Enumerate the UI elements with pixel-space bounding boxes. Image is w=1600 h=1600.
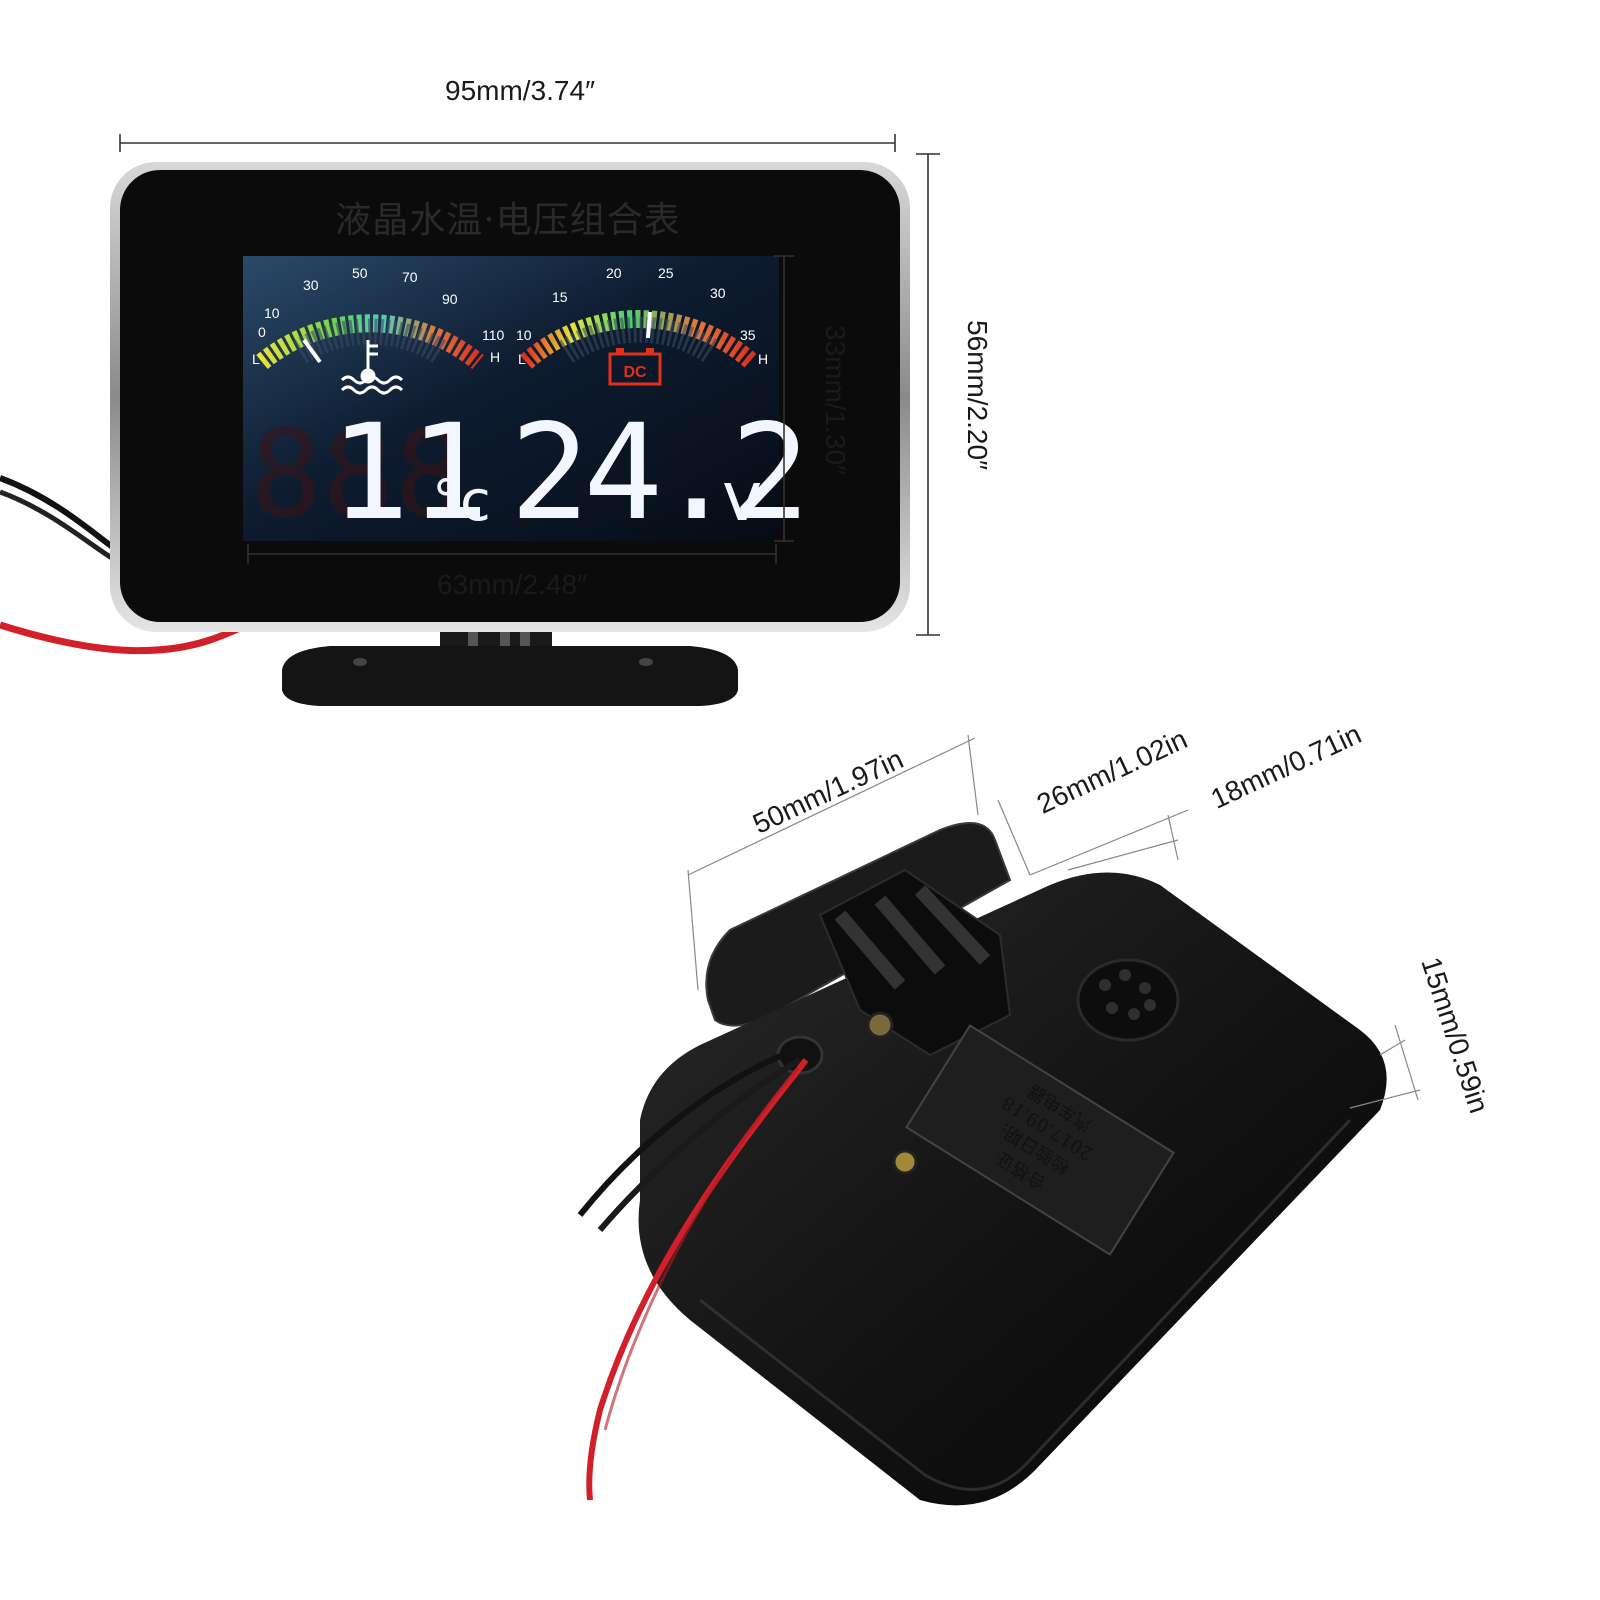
svg-text:30: 30	[303, 277, 319, 293]
svg-text:25: 25	[658, 265, 674, 281]
water-temperature-icon	[340, 340, 404, 395]
black-wire	[0, 489, 117, 563]
svg-text:35: 35	[740, 327, 756, 343]
svg-text:33mm/1.30″: 33mm/1.30″	[820, 325, 851, 475]
panel-title: 液晶水温·电压组合表	[335, 200, 680, 241]
ghost-segments: 888	[250, 406, 467, 545]
back-view: 合格证 检验日期: 2017.09.18 汽车电器	[577, 822, 1387, 1506]
dimension-width-total: 95mm/3.74″	[119, 75, 896, 152]
mounting-screw	[892, 1149, 918, 1175]
svg-text:10: 10	[516, 327, 532, 343]
speaker-grille	[1076, 958, 1180, 1042]
black-wire	[0, 475, 122, 555]
svg-text:15mm/0.59in: 15mm/0.59in	[1415, 953, 1495, 1117]
svg-text:70: 70	[402, 269, 418, 285]
lcd-screen	[243, 256, 779, 541]
svg-text:18mm/0.71in: 18mm/0.71in	[1206, 718, 1366, 815]
temperature-readout: 11	[330, 396, 489, 550]
svg-text:15: 15	[552, 289, 568, 305]
black-wire	[597, 1057, 802, 1232]
voltage-needle	[646, 311, 652, 339]
svg-text:90: 90	[442, 291, 458, 307]
svg-text:0: 0	[258, 324, 266, 340]
dimension-housing-depth: 18mm/0.71in	[1067, 718, 1366, 871]
svg-text:20: 20	[606, 265, 622, 281]
voltage-readout: 24.2	[510, 396, 804, 550]
svg-text:56mm/2.20″: 56mm/2.20″	[962, 320, 993, 470]
svg-text:95mm/3.74″: 95mm/3.74″	[445, 75, 595, 106]
svg-text:H: H	[490, 349, 500, 365]
bracket-hinge	[818, 868, 1012, 1057]
voltage-gauge: L 10 15 20 25 30 35 H DC	[516, 265, 768, 386]
red-wire	[0, 621, 242, 655]
svg-text:30: 30	[710, 285, 726, 301]
front-view: 液晶水温·电压组合表 L 0 10 30 50 70 90 110 H	[0, 162, 910, 706]
svg-text:H: H	[758, 351, 768, 367]
svg-text:26mm/1.02in: 26mm/1.02in	[1032, 723, 1192, 820]
dimension-screen-height: 33mm/1.30″	[774, 255, 851, 542]
voltage-unit: v	[722, 458, 762, 537]
temp-needle	[302, 338, 322, 364]
red-wire	[586, 1058, 809, 1501]
dimension-height-total: 56mm/2.20″	[916, 153, 993, 636]
temperature-gauge: L 0 10 30 50 70 90 110 H	[252, 265, 505, 395]
dimension-bracket-depth: 26mm/1.02in	[997, 723, 1192, 876]
dimension-screen-width: 63mm/2.48″	[247, 544, 777, 600]
svg-text:50: 50	[352, 265, 368, 281]
temperature-unit: °c	[432, 469, 491, 534]
red-wire	[603, 1067, 800, 1431]
svg-text:L: L	[252, 351, 260, 367]
battery-icon: DC	[608, 348, 662, 386]
svg-text:DC: DC	[623, 364, 647, 381]
svg-text:50mm/1.97in: 50mm/1.97in	[748, 743, 908, 840]
black-wire	[577, 1049, 792, 1217]
svg-text:L: L	[518, 351, 526, 367]
svg-text:10: 10	[264, 305, 280, 321]
svg-text:63mm/2.48″: 63mm/2.48″	[437, 569, 587, 600]
svg-text:110: 110	[482, 327, 505, 343]
